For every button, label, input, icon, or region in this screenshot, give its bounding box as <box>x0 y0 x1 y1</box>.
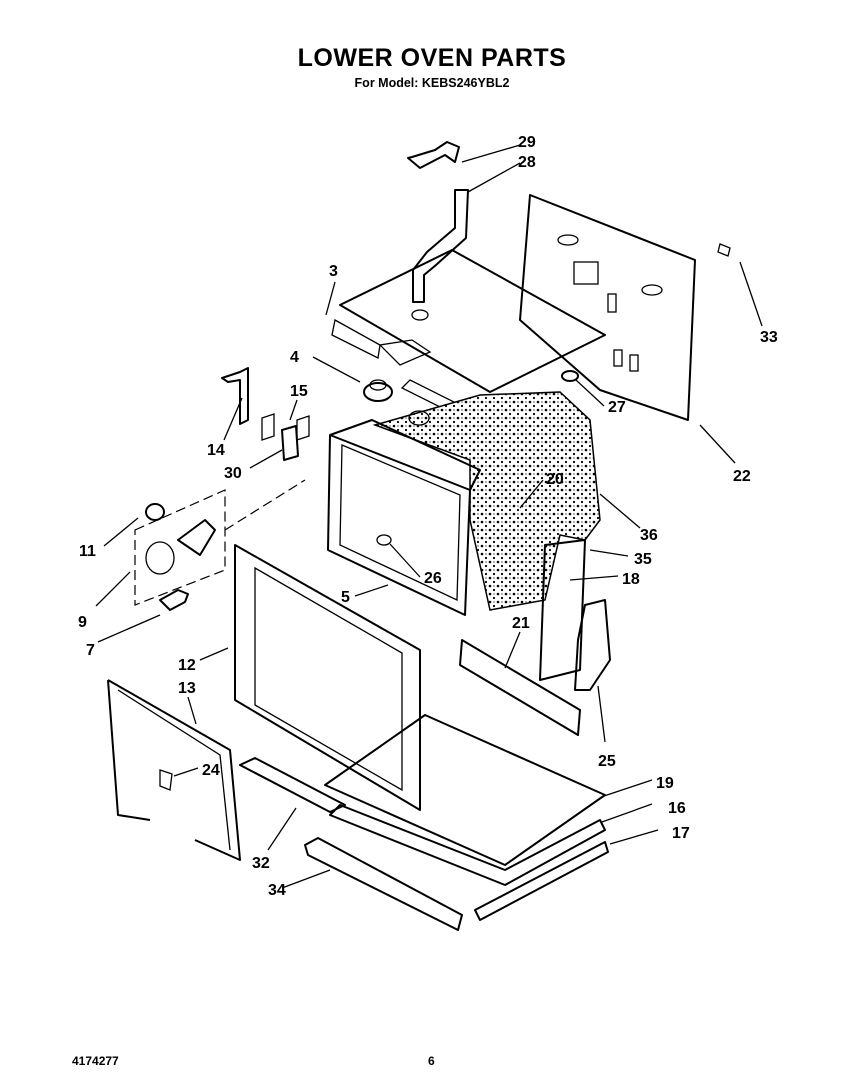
part-19-bottom-panel <box>324 714 606 866</box>
part-27-grommet <box>561 370 579 382</box>
callout-3: 3 <box>329 263 338 280</box>
page-number: 6 <box>428 1054 435 1068</box>
callout-20: 20 <box>546 471 564 488</box>
callout-17: 17 <box>672 825 690 842</box>
callout-29: 29 <box>518 134 536 151</box>
callout-4: 4 <box>290 349 299 366</box>
callout-7: 7 <box>86 642 95 659</box>
callout-32: 32 <box>252 855 270 872</box>
part-4-sensor <box>363 382 393 402</box>
part-11-ring <box>145 503 165 521</box>
part-13-gasket <box>107 679 241 861</box>
callout-35: 35 <box>634 551 652 568</box>
callout-5: 5 <box>341 589 350 606</box>
part-22-rear-panel <box>519 194 696 421</box>
part-17-trim <box>474 841 609 921</box>
part-30-switch <box>281 425 299 461</box>
part-21-bracket <box>459 639 581 736</box>
part-24-clip <box>159 769 173 791</box>
part-16-bottom-tray <box>329 804 606 886</box>
callout-11: 11 <box>79 543 96 560</box>
callout-12: 12 <box>178 657 196 674</box>
callout-21: 21 <box>512 615 530 632</box>
document-number: 4174277 <box>72 1054 119 1068</box>
part-14-bracket <box>221 367 249 425</box>
callout-26: 26 <box>424 570 442 587</box>
callout-27: 27 <box>608 399 626 416</box>
callout-30: 30 <box>224 465 242 482</box>
callout-22: 22 <box>733 468 751 485</box>
callout-33: 33 <box>760 329 778 346</box>
callout-24: 24 <box>202 762 220 779</box>
part-28-vent-tube <box>412 189 469 303</box>
callout-36: 36 <box>640 527 658 544</box>
callout-28: 28 <box>518 154 536 171</box>
callout-19: 19 <box>656 775 674 792</box>
callout-25: 25 <box>598 753 616 770</box>
part-32-vent <box>239 757 346 813</box>
part-12-front-frame <box>234 544 421 811</box>
part-3-top-panel <box>339 249 606 393</box>
part-15-clip <box>261 413 275 441</box>
part-34-kick-panel <box>304 837 463 931</box>
part-9-light-housing <box>134 489 226 606</box>
part-5-oven-cavity <box>327 434 471 616</box>
page-title: LOWER OVEN PARTS <box>297 44 567 72</box>
callout-9: 9 <box>78 614 87 631</box>
part-7-bulb <box>159 589 189 611</box>
part-25-hinge <box>574 599 611 691</box>
model-subtitle: For Model: KEBS246YBL2 <box>354 76 510 90</box>
part-29-vent-hose <box>407 141 460 169</box>
part-18-side-bracket <box>539 539 586 681</box>
callout-18: 18 <box>622 571 640 588</box>
callout-14: 14 <box>207 442 225 459</box>
callout-16: 16 <box>668 800 686 817</box>
callout-labels: 29 28 3 33 4 15 14 30 27 22 20 36 35 11 … <box>78 134 778 899</box>
leader-lines <box>95 144 763 889</box>
callout-34: 34 <box>268 882 286 899</box>
callout-13: 13 <box>178 680 196 697</box>
callout-15: 15 <box>290 383 308 400</box>
